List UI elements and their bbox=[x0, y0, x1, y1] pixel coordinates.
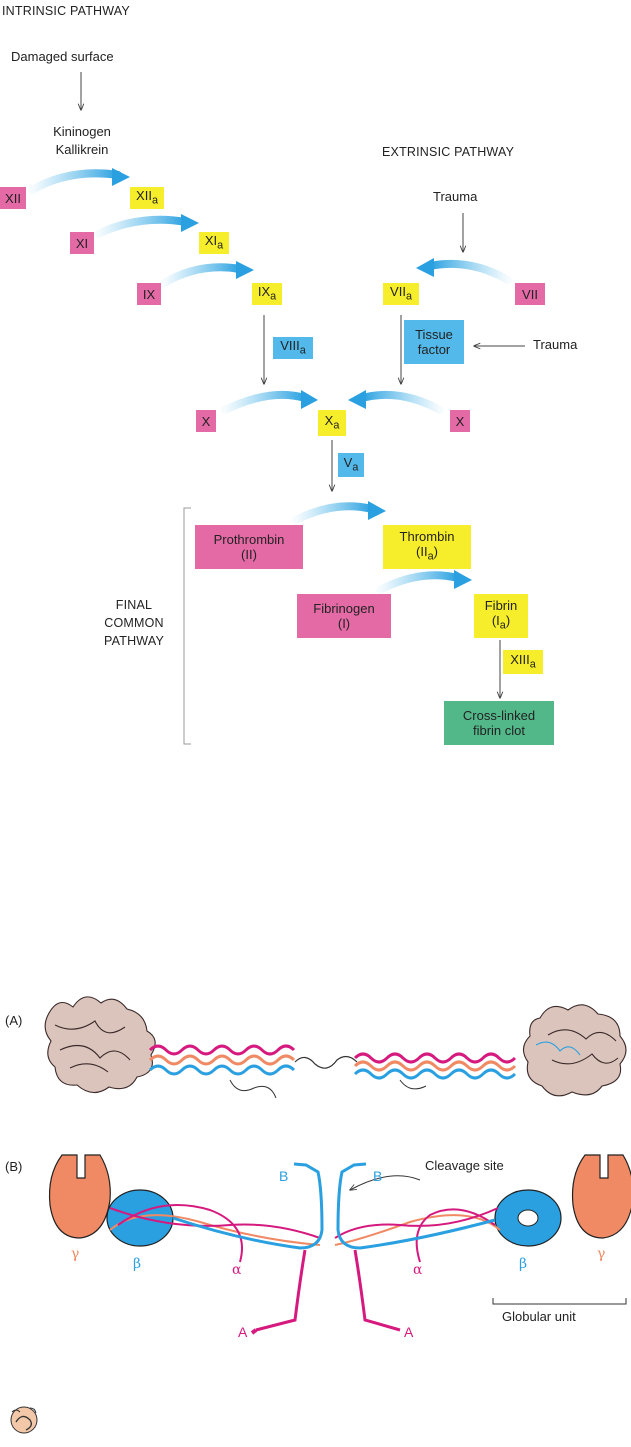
fibrinogen-schematic bbox=[48, 1154, 631, 1335]
curved-arrow-icon bbox=[416, 258, 512, 284]
cleavage-site-label: Cleavage site bbox=[425, 1158, 504, 1173]
panel-a-label: (A) bbox=[5, 1013, 23, 1028]
curved-arrow-icon bbox=[376, 570, 472, 594]
animation-icon[interactable] bbox=[6, 1400, 46, 1440]
globular-unit-label: Globular unit bbox=[502, 1309, 576, 1324]
fibrin-clot-box: Cross-linked fibrin clot bbox=[444, 701, 554, 745]
damaged-surface-label: Damaged surface bbox=[11, 49, 114, 64]
trauma-side-label: Trauma bbox=[533, 337, 578, 352]
curved-arrow-icon bbox=[94, 214, 199, 238]
factor-xia-box: XIa bbox=[199, 232, 229, 254]
alpha-left-label: α bbox=[232, 1262, 242, 1278]
thrombin-box: Thrombin (IIa) bbox=[383, 525, 471, 569]
prothrombin-box: Prothrombin (II) bbox=[195, 525, 303, 569]
factor-xi-box: XI bbox=[70, 232, 94, 254]
tissue-factor-box: Tissue factor bbox=[404, 320, 464, 364]
bracket-icon bbox=[183, 507, 191, 745]
factor-ix-box: IX bbox=[137, 283, 161, 305]
chain-a-right-label: A bbox=[404, 1324, 414, 1340]
factor-vii-box: VII bbox=[515, 283, 545, 305]
curved-arrow-icon bbox=[28, 168, 130, 194]
extrinsic-title: EXTRINSIC PATHWAY bbox=[382, 145, 515, 159]
factor-x-left-box: X bbox=[196, 410, 216, 432]
fibrinogen-box: Fibrinogen (I) bbox=[297, 594, 391, 638]
factor-x-right-box: X bbox=[450, 410, 470, 432]
chain-b-left-label: B bbox=[279, 1168, 289, 1184]
chain-b-right-label: B bbox=[373, 1168, 383, 1184]
trauma-top-label: Trauma bbox=[433, 189, 478, 204]
final-common-label-3: PATHWAY bbox=[104, 634, 164, 648]
curved-arrow-icon bbox=[221, 390, 318, 414]
fibrin-box: Fibrin (Ia) bbox=[474, 594, 528, 638]
factor-viiia-box: VIIIa bbox=[273, 337, 313, 359]
factor-viia-box: VIIa bbox=[383, 283, 419, 305]
curved-arrow-icon bbox=[292, 501, 386, 524]
beta-left-label: β bbox=[133, 1256, 142, 1272]
factor-xiiia-box: XIIIa bbox=[503, 650, 543, 674]
down-arrow-icon bbox=[81, 72, 525, 698]
factor-xiia-box: XIIa bbox=[130, 187, 164, 209]
intrinsic-title: INTRINSIC PATHWAY bbox=[2, 4, 130, 18]
gamma-left-label: γ bbox=[71, 1246, 80, 1262]
factor-va-box: Va bbox=[338, 453, 364, 477]
kallikrein-label: Kallikrein bbox=[55, 142, 109, 157]
kininogen-label: Kininogen bbox=[53, 124, 111, 139]
beta-right-label: β bbox=[519, 1256, 528, 1272]
factor-xa-box: Xa bbox=[318, 410, 346, 436]
final-common-label-2: COMMON bbox=[104, 616, 164, 630]
factor-ixa-box: IXa bbox=[252, 283, 282, 305]
final-common-label-1: FINAL bbox=[115, 598, 153, 612]
alpha-right-label: α bbox=[413, 1262, 423, 1278]
panel-b-label: (B) bbox=[5, 1159, 23, 1174]
curved-arrow-icon bbox=[160, 261, 254, 287]
factor-xii-box: XII bbox=[0, 187, 26, 209]
chain-a-left-label: A bbox=[238, 1324, 248, 1340]
gamma-right-label: γ bbox=[597, 1246, 606, 1262]
protein-ribbon-icon bbox=[44, 996, 627, 1099]
curved-arrow-icon bbox=[348, 390, 444, 414]
